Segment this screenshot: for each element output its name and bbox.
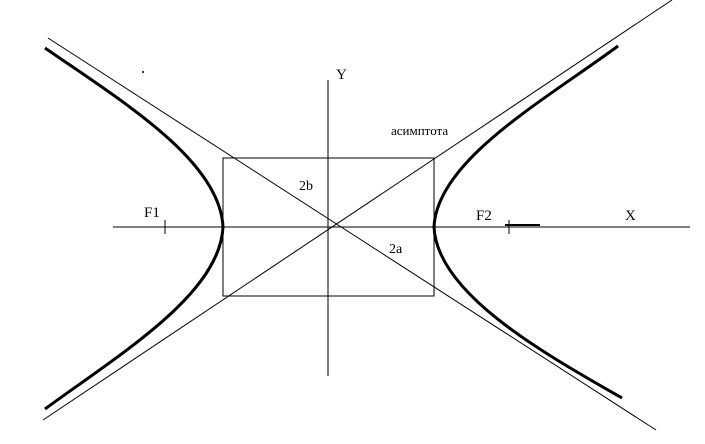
asymptote-label: асимптота bbox=[391, 123, 448, 138]
x-axis-label: X bbox=[625, 208, 636, 224]
semi-minor-label: 2b bbox=[299, 179, 313, 194]
stray-dot bbox=[142, 71, 144, 73]
asymptote-rising bbox=[42, 0, 673, 421]
focus-left-label: F1 bbox=[144, 205, 160, 221]
hyperbola-branch-left bbox=[44, 46, 225, 411]
focus-right-label: F2 bbox=[476, 208, 492, 224]
asymptote-falling bbox=[47, 37, 657, 431]
hyperbola-branch-right bbox=[432, 44, 623, 400]
y-axis-label: Y bbox=[336, 67, 347, 83]
semi-major-label: 2a bbox=[389, 242, 403, 257]
